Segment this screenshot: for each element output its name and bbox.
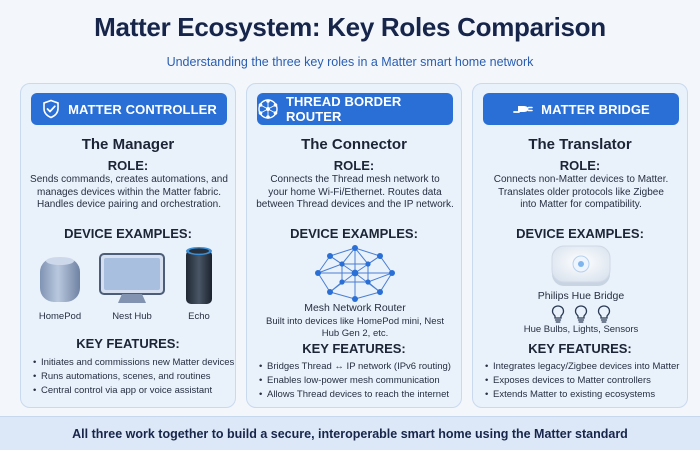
lightbulb-icon bbox=[574, 305, 588, 323]
device-subtitle: Hue Bulbs, Lights, Sensors bbox=[523, 324, 639, 335]
feature-item: Runs automations, scenes, and routines bbox=[33, 370, 233, 384]
key-features-heading: KEY FEATURES: bbox=[528, 341, 632, 356]
card-matter-controller: MATTER CONTROLLER The Manager ROLE: Send… bbox=[20, 83, 236, 408]
page-subtitle: Understanding the three key roles in a M… bbox=[166, 55, 534, 69]
card-nickname: The Connector bbox=[301, 136, 407, 153]
page-title: Matter Ecosystem: Key Roles Comparison bbox=[94, 12, 606, 42]
badge-thread-border-router: THREAD BORDER ROUTER bbox=[257, 93, 453, 125]
card-nickname: The Manager bbox=[81, 136, 175, 153]
key-features-list: Initiates and commissions new Matter dev… bbox=[33, 356, 234, 398]
device-desc-line: Built into devices like HomePod mini, Ne… bbox=[266, 316, 444, 327]
feature-item: Central control via app or voice assista… bbox=[33, 384, 233, 398]
role-line: Sends commands, creates automations, and bbox=[30, 174, 228, 185]
badge-matter-controller: MATTER CONTROLLER bbox=[31, 93, 227, 125]
role-line: into Matter for compatibility. bbox=[520, 199, 642, 210]
role-heading: ROLE: bbox=[107, 158, 149, 173]
key-features-heading: KEY FEATURES: bbox=[76, 336, 180, 351]
device-examples-heading: DEVICE EXAMPLES: bbox=[516, 226, 644, 241]
key-features-list: Integrates legacy/Zigbee devices into Ma… bbox=[485, 360, 685, 402]
badge-label: THREAD BORDER ROUTER bbox=[286, 94, 402, 124]
role-line: Handles device pairing and orchestration… bbox=[37, 199, 221, 210]
lightbulb-icon bbox=[551, 305, 565, 323]
device-label-homepod: HomePod bbox=[38, 311, 82, 322]
device-examples-heading: DEVICE EXAMPLES: bbox=[290, 226, 418, 241]
feature-item: Enables low-power mesh communication bbox=[259, 374, 459, 388]
key-features-heading: KEY FEATURES: bbox=[302, 341, 406, 356]
footer-banner: All three work together to build a secur… bbox=[0, 416, 700, 450]
feature-item: Integrates legacy/Zigbee devices into Ma… bbox=[485, 360, 685, 374]
card-matter-bridge: MATTER BRIDGE The Translator ROLE: Conne… bbox=[472, 83, 688, 408]
plug-icon bbox=[513, 106, 533, 113]
nest-hub-icon bbox=[99, 253, 165, 303]
role-heading: ROLE: bbox=[333, 158, 375, 173]
hue-bridge-icon bbox=[551, 245, 611, 286]
echo-icon bbox=[186, 247, 212, 304]
role-line: Connects the Thread mesh network to bbox=[270, 174, 440, 185]
feature-item: Allows Thread devices to reach the inter… bbox=[259, 388, 459, 402]
device-desc-line: Hub Gen 2, etc. bbox=[321, 327, 389, 339]
role-line: between Thread devices and the IP networ… bbox=[256, 199, 454, 210]
network-globe-icon bbox=[258, 99, 278, 119]
badge-label: MATTER CONTROLLER bbox=[68, 101, 217, 117]
footer-text: All three work together to build a secur… bbox=[72, 426, 628, 441]
lightbulb-icon bbox=[597, 305, 611, 323]
key-features-list: Bridges Thread ↔ IP network (IPv6 routin… bbox=[259, 360, 459, 402]
feature-item: Exposes devices to Matter controllers bbox=[485, 374, 685, 388]
homepod-icon bbox=[40, 257, 80, 302]
role-line: Connects non-Matter devices to Matter. bbox=[493, 174, 669, 185]
device-title: Mesh Network Router bbox=[304, 302, 406, 314]
feature-item: Extends Matter to existing ecosystems bbox=[485, 388, 685, 402]
mesh-network-icon bbox=[315, 245, 395, 302]
feature-item: Bridges Thread ↔ IP network (IPv6 routin… bbox=[259, 360, 459, 374]
device-examples-heading: DEVICE EXAMPLES: bbox=[64, 226, 192, 241]
role-description: Connects non-Matter devices to Matter. T… bbox=[481, 174, 681, 212]
role-line: Translates older protocols like Zigbee bbox=[498, 186, 664, 198]
feature-item: Initiates and commissions new Matter dev… bbox=[33, 356, 234, 370]
card-nickname: The Translator bbox=[528, 136, 632, 153]
role-line: manages devices within the Matter fabric… bbox=[37, 186, 221, 198]
role-description: Connects the Thread mesh network to your… bbox=[255, 174, 455, 212]
shield-check-icon bbox=[43, 99, 59, 119]
device-label-echo: Echo bbox=[188, 311, 210, 322]
card-thread-border-router: THREAD BORDER ROUTER The Connector ROLE:… bbox=[246, 83, 462, 408]
role-heading: ROLE: bbox=[559, 158, 601, 173]
badge-matter-bridge: MATTER BRIDGE bbox=[483, 93, 679, 125]
role-line: your home Wi-Fi/Ethernet. Routes data bbox=[268, 186, 442, 198]
role-description: Sends commands, creates automations, and… bbox=[29, 174, 229, 212]
device-description: Built into devices like HomePod mini, Ne… bbox=[253, 316, 457, 339]
badge-label: MATTER BRIDGE bbox=[541, 101, 650, 117]
device-label-nest-hub: Nest Hub bbox=[112, 311, 152, 322]
device-title: Philips Hue Bridge bbox=[537, 290, 625, 302]
